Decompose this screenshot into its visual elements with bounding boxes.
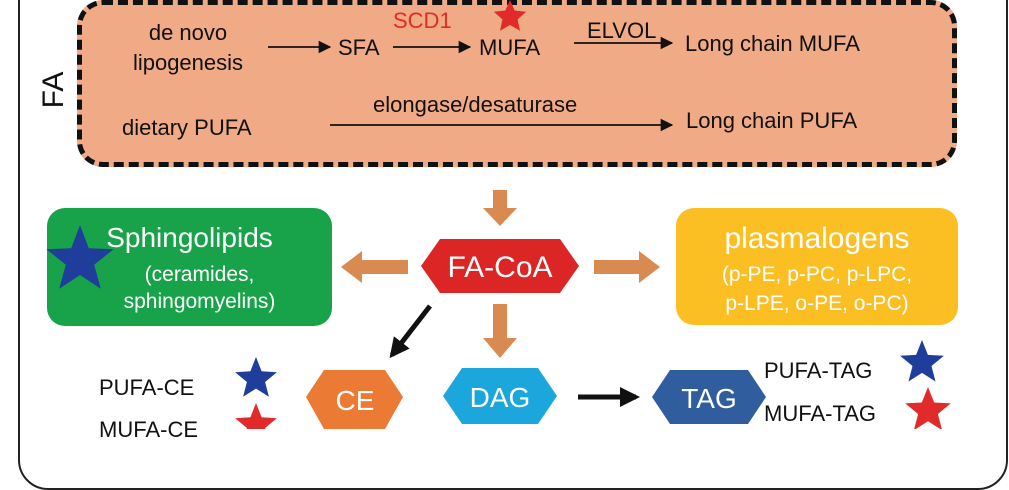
- mufa-ce-red-star-icon: [235, 403, 277, 429]
- arrow-facoa-to-sphingolipids: [341, 251, 408, 283]
- arrow-facoa-to-dag: [483, 304, 517, 358]
- plasmalogens-box: plasmalogens (p-PE, p-PC, p-LPC, p-LPE, …: [676, 208, 958, 325]
- mufa-tag-red-star-icon: [905, 387, 951, 429]
- pufa-ce-label: PUFA-CE: [99, 375, 195, 400]
- scd1-star-icon: [493, 0, 527, 31]
- tag-label: TAG: [681, 383, 736, 414]
- plasmalogens-line2: p-LPE, o-PE, o-PC): [725, 292, 909, 315]
- scd1-text: SCD1: [393, 8, 452, 33]
- dag-node: [443, 368, 557, 424]
- pufa-tag-blue-star-icon: [900, 340, 944, 382]
- pufa-ce-blue-star-icon: [235, 357, 277, 397]
- lipogenesis-text: lipogenesis: [132, 50, 244, 75]
- arrow-pool-to-facoa: [483, 190, 517, 226]
- de-novo-text: de novo: [148, 20, 228, 45]
- dietary-pufa-text: dietary PUFA: [122, 115, 252, 140]
- sphingolipids-box: Sphingolipids (ceramides, sphingomyelins…: [47, 208, 332, 326]
- elongase-desaturase-text: elongase/desaturase: [373, 92, 578, 117]
- ce-label: CE: [336, 385, 375, 416]
- long-chain-pufa-text: Long chain PUFA: [686, 108, 858, 133]
- sphingolipids-blue-star-icon: [46, 225, 114, 289]
- sphingolipids-title: Sphingolipids: [106, 222, 273, 253]
- sphingolipids-line2: sphingomyelins): [123, 290, 276, 313]
- mufa-tag-label: MUFA-TAG: [764, 401, 877, 426]
- plasmalogens-title: plasmalogens: [724, 222, 910, 255]
- sfa-text: SFA: [338, 35, 380, 60]
- plasmalogens-line1: (p-PE, p-PC, p-LPC,: [721, 263, 913, 286]
- dag-label: DAG: [470, 382, 531, 413]
- tag-node: [652, 370, 766, 424]
- ce-node: [306, 370, 403, 429]
- elvol-text: ELVOL: [587, 18, 657, 43]
- fa-coa-label: FA-CoA: [447, 251, 552, 284]
- mufa-text: MUFA: [479, 35, 541, 60]
- long-chain-mufa-text: Long chain MUFA: [685, 31, 860, 56]
- arrow-facoa-to-ce: [389, 304, 432, 359]
- pufa-tag-label: PUFA-TAG: [764, 358, 873, 383]
- fa-coa-node: [421, 239, 579, 293]
- sphingolipids-line1: (ceramides,: [144, 263, 255, 286]
- arrow-facoa-to-plasmalogens: [594, 251, 660, 283]
